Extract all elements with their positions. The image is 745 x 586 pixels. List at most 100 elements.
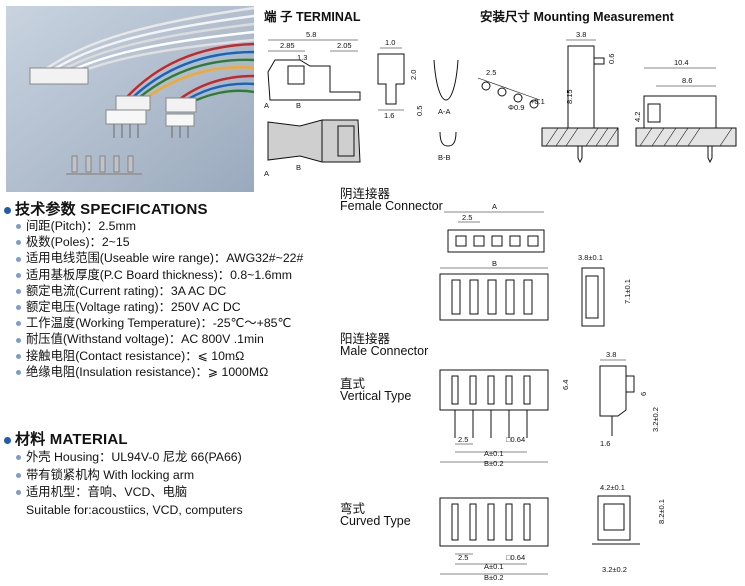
heading-bullet-icon bbox=[4, 436, 11, 444]
terminal-side-view: 5.8 2.85 2.05 1.3 A B bbox=[264, 30, 361, 110]
terminal-front-view: 1.0 2.0 1.6 0.5 bbox=[377, 38, 424, 120]
mounting-right-angle-view: 10.4 8.6 4.2 bbox=[633, 58, 737, 164]
svg-text:1.3: 1.3 bbox=[297, 53, 307, 62]
svg-text:B: B bbox=[296, 163, 301, 172]
spec-item: 适用基板厚度(P.C Board thickness)：0.8~1.6mm bbox=[16, 267, 346, 283]
mounting-hole-pattern: 2.5 Φ0.9 +0.1 bbox=[477, 68, 545, 112]
bullet-icon bbox=[16, 490, 21, 496]
bullet-icon bbox=[16, 353, 21, 359]
mounting-vertical-view: 3.8 0.6 8.15 bbox=[541, 30, 619, 164]
spec-item: 接触电阻(Contact resistance)：⩽ 10mΩ bbox=[16, 348, 346, 364]
spec-item: 额定电流(Current rating)：3A AC DC bbox=[16, 283, 346, 299]
svg-text:B: B bbox=[296, 101, 301, 110]
svg-text:7.1±0.1: 7.1±0.1 bbox=[623, 279, 632, 304]
bullet-icon bbox=[16, 240, 21, 246]
svg-text:B±0.2: B±0.2 bbox=[484, 573, 504, 582]
male-cn-label: 阳连接器 bbox=[340, 332, 391, 346]
vertical-cn-label: 直式 bbox=[340, 377, 366, 391]
svg-text:3.8: 3.8 bbox=[576, 30, 586, 39]
svg-text:2.0: 2.0 bbox=[409, 70, 418, 80]
terminal-top-view: A B bbox=[264, 119, 361, 178]
svg-text:8.6: 8.6 bbox=[682, 76, 692, 85]
spec-item: 工作温度(Working Temperature)：-25℃～+85℃ bbox=[16, 315, 346, 331]
bullet-icon bbox=[16, 337, 21, 343]
bullet-icon bbox=[16, 305, 21, 311]
bullet-icon bbox=[16, 289, 21, 295]
svg-text:3.2±0.2: 3.2±0.2 bbox=[602, 565, 627, 574]
svg-text:□0.64: □0.64 bbox=[506, 435, 525, 444]
svg-text:1.6: 1.6 bbox=[600, 439, 610, 448]
vertical-en-label: Vertical Type bbox=[340, 389, 412, 403]
curved-en-label: Curved Type bbox=[340, 514, 411, 528]
svg-text:3.8±0.1: 3.8±0.1 bbox=[578, 253, 603, 262]
svg-text:+0.1: +0.1 bbox=[530, 97, 545, 106]
svg-text:2.5: 2.5 bbox=[462, 213, 472, 222]
spec-item: 极数(Poles)：2~15 bbox=[16, 234, 346, 250]
svg-text:2.5: 2.5 bbox=[486, 68, 496, 77]
bullet-icon bbox=[16, 224, 21, 230]
svg-text:1.6: 1.6 bbox=[384, 111, 394, 120]
svg-text:□0.64: □0.64 bbox=[506, 553, 525, 562]
material-item: Suitable for:acoustiics, VCD, computers bbox=[26, 502, 243, 517]
bullet-icon bbox=[16, 370, 21, 376]
svg-text:10.4: 10.4 bbox=[674, 58, 689, 67]
specifications-heading-text: 技术参数 SPECIFICATIONS bbox=[15, 201, 208, 218]
svg-text:5.8: 5.8 bbox=[306, 30, 316, 39]
bullet-icon bbox=[16, 472, 21, 478]
svg-text:A-A: A-A bbox=[438, 107, 451, 116]
svg-text:A: A bbox=[264, 101, 269, 110]
svg-text:8.2±0.1: 8.2±0.1 bbox=[657, 499, 666, 524]
svg-text:B: B bbox=[492, 259, 497, 268]
terminal-heading: 端 子 TERMINAL bbox=[264, 10, 361, 24]
material-item: 外壳 Housing：UL94V-0 尼龙 66(PA66) bbox=[16, 449, 243, 467]
svg-text:1.0: 1.0 bbox=[385, 38, 395, 47]
svg-text:8.15: 8.15 bbox=[565, 89, 574, 104]
material-item: 适用机型：音响、VCD、电脑 bbox=[16, 484, 243, 502]
heading-bullet-icon bbox=[4, 206, 11, 214]
vertical-connector-drawing: 6.4 2.5 □0.64 A±0.1 B±0.2 3.8 6 3.2±0.2 … bbox=[439, 350, 660, 468]
bullet-icon bbox=[16, 321, 21, 327]
svg-text:6: 6 bbox=[639, 392, 648, 396]
specifications-heading: 技术参数 SPECIFICATIONS bbox=[4, 198, 208, 219]
svg-text:6.4: 6.4 bbox=[561, 380, 570, 390]
svg-text:0.6: 0.6 bbox=[607, 54, 616, 64]
svg-text:B±0.2: B±0.2 bbox=[484, 459, 504, 468]
material-heading-text: 材料 MATERIAL bbox=[15, 431, 128, 448]
curved-cn-label: 弯式 bbox=[340, 502, 366, 516]
svg-text:0.5: 0.5 bbox=[415, 106, 424, 116]
material-heading: 材料 MATERIAL bbox=[4, 428, 128, 449]
svg-text:3.8: 3.8 bbox=[606, 350, 616, 359]
svg-text:A: A bbox=[492, 202, 497, 211]
terminal-sections: A-A B-B bbox=[433, 59, 459, 162]
svg-text:A±0.1: A±0.1 bbox=[484, 449, 504, 458]
material-list: 外壳 Housing：UL94V-0 尼龙 66(PA66) 带有锁紧机构 Wi… bbox=[16, 449, 243, 519]
curved-connector-drawing: 2.5 □0.64 A±0.1 B±0.2 4.2±0.1 8.2±0.1 3.… bbox=[439, 483, 666, 582]
svg-text:2.5: 2.5 bbox=[458, 435, 468, 444]
product-photo bbox=[6, 6, 254, 192]
spec-item: 适用电线范围(Useable wire range)：AWG32#~22# bbox=[16, 250, 346, 266]
female-cn-label: 阴连接器 bbox=[340, 187, 391, 201]
spec-item: 耐压值(Withstand voltage)：AC 800V .1min bbox=[16, 331, 346, 347]
bullet-icon bbox=[16, 272, 21, 278]
svg-text:Φ0.9: Φ0.9 bbox=[508, 103, 524, 112]
svg-text:2.85: 2.85 bbox=[280, 41, 295, 50]
spec-item: 额定电压(Voltage rating)：250V AC DC bbox=[16, 299, 346, 315]
svg-text:A±0.1: A±0.1 bbox=[484, 562, 504, 571]
material-item: 带有锁紧机构 With locking arm bbox=[16, 467, 243, 485]
specifications-list: 间距(Pitch)：2.5mm 极数(Poles)：2~15 适用电线范围(Us… bbox=[16, 218, 346, 380]
svg-text:2.05: 2.05 bbox=[337, 41, 352, 50]
connector-photo-illustration bbox=[6, 6, 254, 192]
svg-text:2.5: 2.5 bbox=[458, 553, 468, 562]
svg-text:4.2: 4.2 bbox=[633, 112, 642, 122]
svg-text:A: A bbox=[264, 169, 269, 178]
male-en-label: Male Connector bbox=[340, 344, 429, 358]
female-connector-drawing: A 2.5 B 3.8±0.1 7.1±0.1 bbox=[439, 202, 632, 327]
spec-item: 绝缘电阻(Insulation resistance)：⩾ 1000MΩ bbox=[16, 364, 346, 380]
svg-text:4.2±0.1: 4.2±0.1 bbox=[600, 483, 625, 492]
female-en-label: Female Connector bbox=[340, 199, 443, 213]
spec-item: 间距(Pitch)：2.5mm bbox=[16, 218, 346, 234]
bullet-icon bbox=[16, 455, 21, 461]
mounting-heading: 安装尺寸 Mounting Measurement bbox=[480, 10, 674, 24]
svg-text:B-B: B-B bbox=[438, 153, 451, 162]
